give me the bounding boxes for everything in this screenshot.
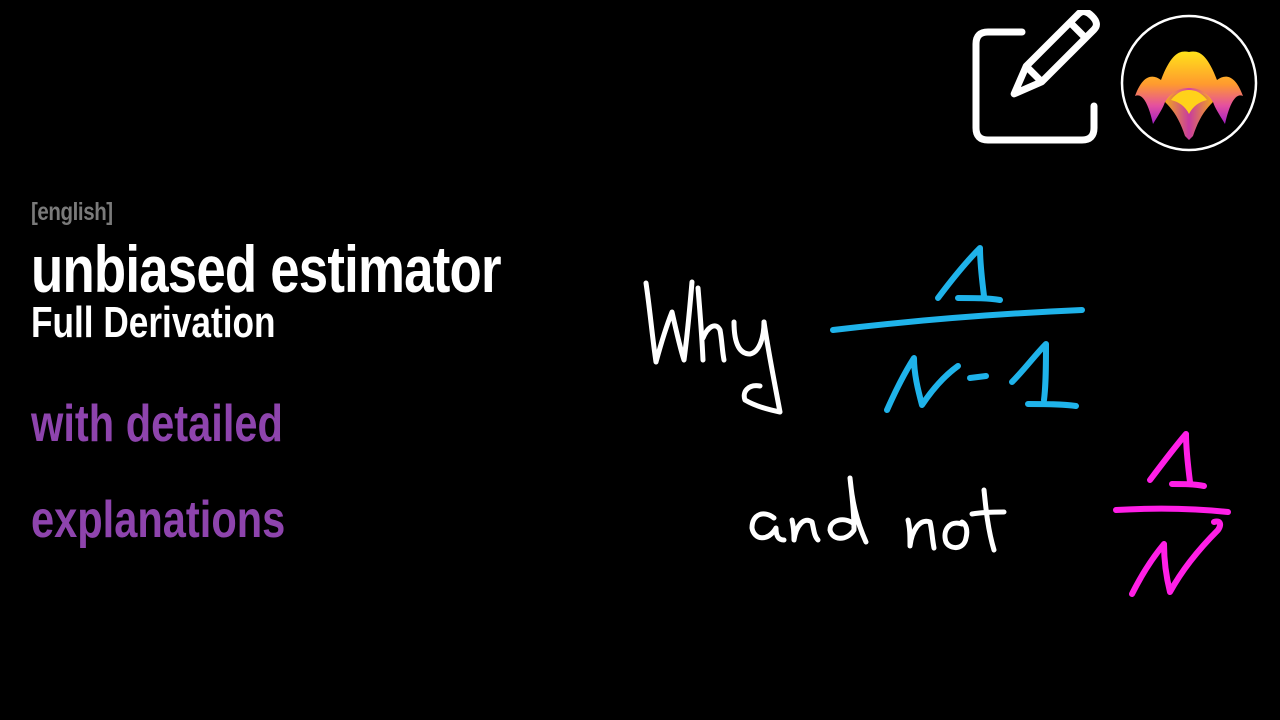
wave-logo (1120, 14, 1258, 152)
main-title: unbiased estimator (31, 232, 502, 306)
subtitle: Full Derivation (31, 298, 276, 347)
language-tag: [english] (31, 198, 113, 226)
title-block: [english] unbiased estimator Full Deriva… (31, 192, 618, 348)
handwritten-and-not (749, 475, 1007, 553)
fraction-1-over-n-minus-1 (830, 245, 1085, 413)
tagline-line-2: explanations (31, 491, 286, 549)
tagline-line-1: with detailed (31, 395, 283, 453)
fraction-1-over-n (1113, 431, 1231, 597)
handwritten-why (643, 279, 783, 415)
edit-pencil-icon (972, 10, 1100, 144)
